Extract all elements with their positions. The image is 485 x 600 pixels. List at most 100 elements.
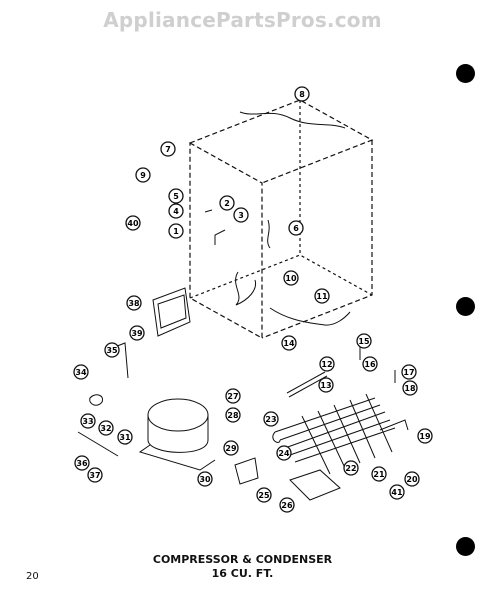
callout-label: 30 bbox=[199, 475, 211, 484]
callout-label: 32 bbox=[100, 424, 111, 433]
binder-hole-middle bbox=[456, 297, 475, 316]
callout-22: 22 bbox=[343, 460, 359, 476]
callout-label: 18 bbox=[404, 384, 416, 393]
callout-label: 8 bbox=[299, 90, 305, 99]
callout-24: 24 bbox=[276, 445, 292, 461]
callout-label: 28 bbox=[227, 411, 239, 420]
callout-18: 18 bbox=[402, 380, 418, 396]
callout-circle bbox=[135, 167, 151, 183]
callout-circle bbox=[233, 207, 249, 223]
callout-label: 24 bbox=[278, 449, 290, 458]
callout-circle bbox=[87, 467, 103, 483]
callout-circle bbox=[168, 203, 184, 219]
callout-circle bbox=[417, 428, 433, 444]
callout-4: 4 bbox=[168, 203, 184, 219]
callout-circle bbox=[98, 420, 114, 436]
callout-label: 7 bbox=[165, 145, 171, 154]
callout-circle bbox=[225, 388, 241, 404]
callout-label: 31 bbox=[119, 433, 131, 442]
callout-label: 4 bbox=[173, 207, 179, 216]
callout-circle bbox=[223, 440, 239, 456]
diagram-caption-subtitle: 16 CU. FT. bbox=[211, 567, 274, 580]
compressor-body bbox=[138, 398, 216, 471]
callout-circle bbox=[283, 270, 299, 286]
page-number: 20 bbox=[26, 571, 39, 582]
callout-circle bbox=[104, 342, 120, 358]
callout-circle bbox=[402, 380, 418, 396]
callout-label: 37 bbox=[89, 471, 100, 480]
callout-25: 25 bbox=[256, 487, 272, 503]
callout-17: 17 bbox=[401, 364, 417, 380]
callout-label: 14 bbox=[283, 339, 295, 348]
callout-circle bbox=[168, 223, 184, 239]
callout-circle bbox=[117, 429, 133, 445]
callout-label: 15 bbox=[358, 337, 370, 346]
callout-2: 2 bbox=[219, 195, 235, 211]
callout-circle bbox=[276, 445, 292, 461]
callout-circle bbox=[356, 333, 372, 349]
callout-21: 21 bbox=[371, 466, 387, 482]
callout-circle bbox=[294, 86, 310, 102]
callout-label: 13 bbox=[320, 381, 331, 390]
callout-circle bbox=[197, 471, 213, 487]
condenser-coil bbox=[272, 393, 396, 475]
callout-label: 34 bbox=[75, 368, 87, 377]
callout-label: 12 bbox=[321, 360, 332, 369]
callout-15: 15 bbox=[356, 333, 372, 349]
callout-circle bbox=[74, 455, 90, 471]
callout-circle bbox=[279, 497, 295, 513]
callout-3: 3 bbox=[233, 207, 249, 223]
callout-8: 8 bbox=[294, 86, 310, 102]
callout-circle bbox=[125, 215, 141, 231]
callout-label: 10 bbox=[285, 274, 297, 283]
callout-circle bbox=[401, 364, 417, 380]
callout-34: 34 bbox=[73, 364, 89, 380]
callout-label: 3 bbox=[238, 211, 244, 220]
callout-13: 13 bbox=[318, 377, 334, 393]
callout-37: 37 bbox=[87, 467, 103, 483]
callout-10: 10 bbox=[283, 270, 299, 286]
callout-1: 1 bbox=[168, 223, 184, 239]
callout-circle bbox=[343, 460, 359, 476]
callout-circle bbox=[80, 413, 96, 429]
callout-9: 9 bbox=[135, 167, 151, 183]
callout-31: 31 bbox=[117, 429, 133, 445]
callout-label: 26 bbox=[281, 501, 293, 510]
callout-label: 20 bbox=[406, 475, 418, 484]
callout-label: 11 bbox=[316, 292, 328, 301]
callout-label: 2 bbox=[224, 199, 230, 208]
callout-circle bbox=[371, 466, 387, 482]
callout-27: 27 bbox=[225, 388, 241, 404]
binder-hole-top bbox=[456, 64, 475, 83]
callout-circle bbox=[126, 295, 142, 311]
callout-26: 26 bbox=[279, 497, 295, 513]
callout-label: 23 bbox=[265, 415, 276, 424]
callout-circle bbox=[160, 141, 176, 157]
cabinet-outline bbox=[189, 141, 263, 340]
callout-circle bbox=[288, 220, 304, 236]
callout-23: 23 bbox=[263, 411, 279, 427]
callout-circle bbox=[225, 407, 241, 423]
callout-40: 40 bbox=[125, 215, 141, 231]
callout-circle bbox=[319, 356, 335, 372]
callout-29: 29 bbox=[223, 440, 239, 456]
callout-circle bbox=[129, 325, 145, 341]
callout-label: 5 bbox=[173, 192, 179, 201]
callout-circle bbox=[168, 188, 184, 204]
callout-label: 22 bbox=[345, 464, 356, 473]
callout-20: 20 bbox=[404, 471, 420, 487]
callout-38: 38 bbox=[126, 295, 142, 311]
callout-circle bbox=[404, 471, 420, 487]
callout-19: 19 bbox=[417, 428, 433, 444]
callout-28: 28 bbox=[225, 407, 241, 423]
binder-hole-bottom bbox=[456, 537, 475, 556]
callout-label: 1 bbox=[173, 227, 179, 236]
callout-label: 38 bbox=[128, 299, 140, 308]
callout-label: 17 bbox=[403, 368, 414, 377]
callout-label: 27 bbox=[227, 392, 238, 401]
callout-label: 41 bbox=[391, 488, 403, 497]
callout-35: 35 bbox=[104, 342, 120, 358]
callout-circle bbox=[362, 356, 378, 372]
callout-36: 36 bbox=[74, 455, 90, 471]
